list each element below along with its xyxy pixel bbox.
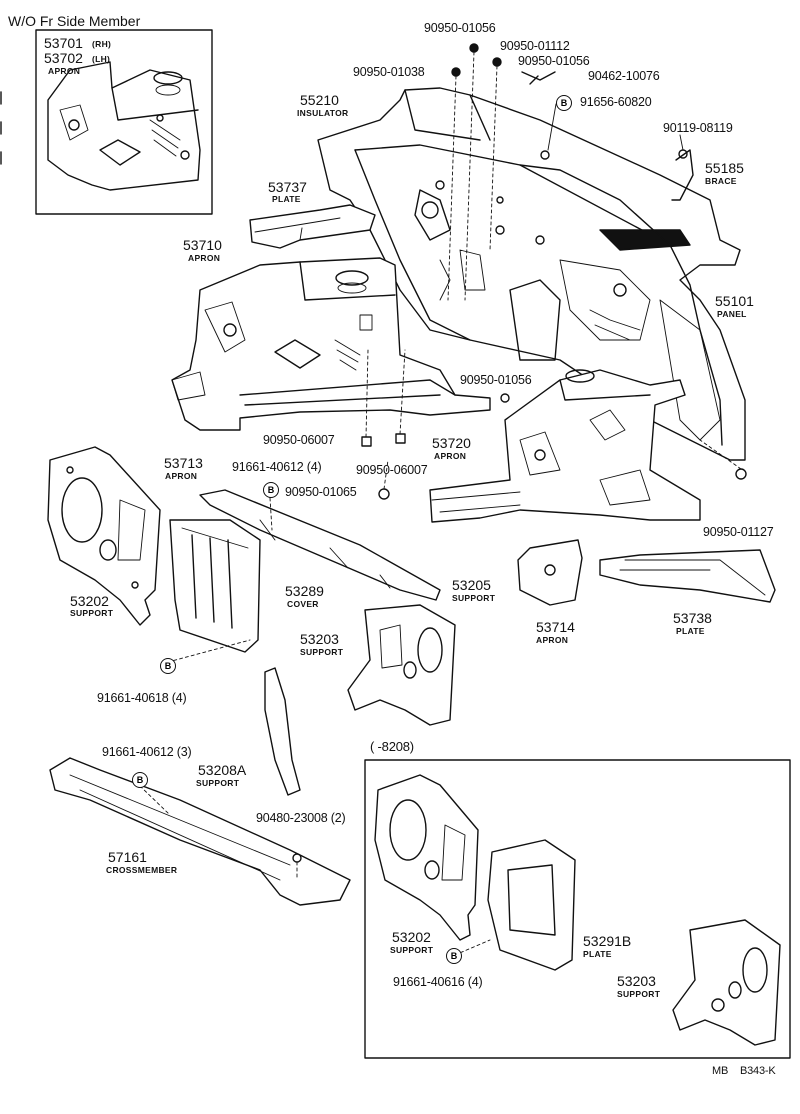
part-label-p24: 53714 xyxy=(536,619,575,635)
marker-b-3: B xyxy=(160,658,176,674)
part-label-p11: 53710 xyxy=(183,237,222,253)
support-53203-inset-drawing xyxy=(672,919,781,1046)
part-name-p29: SUPPORT xyxy=(196,778,240,788)
part-label-p32: 53202 xyxy=(392,929,431,945)
part-label-p15: 53720 xyxy=(432,435,471,451)
part-label-p1: 90950-01056 xyxy=(424,21,496,35)
crossmember-57161-drawing xyxy=(49,757,351,906)
part-name-p23: SUPPORT xyxy=(452,593,496,603)
part-label-p4: 90950-01056 xyxy=(518,54,590,68)
apron-53710-drawing xyxy=(171,257,491,431)
part-label-p7: 55210 xyxy=(300,92,339,108)
inset-part-name: APRON xyxy=(48,66,81,76)
corner-code-2: B343-K xyxy=(740,1065,776,1077)
part-name-p25: PLATE xyxy=(676,626,705,636)
part-label-p30: 90480-23008 (2) xyxy=(256,811,346,825)
part-label-p23: 53205 xyxy=(452,577,491,593)
support-53208a-drawing xyxy=(264,667,301,796)
marker-b-5: B xyxy=(446,948,462,964)
part-label-p2: 90950-01112 xyxy=(500,39,570,53)
inset-frame-bottom xyxy=(364,759,791,1059)
inset-part2-side: (LH) xyxy=(92,54,111,64)
part-label-p18: 91661-40612 (4) xyxy=(232,460,322,474)
part-name-p9: BRACE xyxy=(705,176,737,186)
marker-b-4: B xyxy=(132,772,148,788)
support-53203-drawing xyxy=(347,604,456,726)
corner-code-1: MB xyxy=(712,1065,729,1077)
part-name-p11: APRON xyxy=(188,253,221,263)
part-label-p17: 53713 xyxy=(164,455,203,471)
part-name-p7: INSULATOR xyxy=(297,108,349,118)
part-name-p24: APRON xyxy=(536,635,569,645)
marker-b-2: B xyxy=(263,482,279,498)
part-name-p12: PANEL xyxy=(717,309,747,319)
inset-frame-top xyxy=(35,29,213,215)
part-label-p8: 90119-08119 xyxy=(663,121,733,135)
inset-apron-drawing xyxy=(47,61,201,191)
part-label-p27: 91661-40618 (4) xyxy=(97,691,187,705)
part-name-p31: CROSSMEMBER xyxy=(106,865,178,875)
part-name-p35: SUPPORT xyxy=(617,989,661,999)
part-name-p33: PLATE xyxy=(583,949,612,959)
part-name-p32: SUPPORT xyxy=(390,945,434,955)
support-53205-drawing xyxy=(199,489,441,601)
cover-53289-drawing xyxy=(169,519,261,653)
plate-53291b-drawing xyxy=(487,839,576,971)
fasteners xyxy=(292,43,747,863)
part-label-p9: 55185 xyxy=(705,160,744,176)
part-name-p22: COVER xyxy=(287,599,319,609)
part-label-p10: 53737 xyxy=(268,179,307,195)
plate-53738-drawing xyxy=(599,549,776,603)
part-label-p26: 53203 xyxy=(300,631,339,647)
part-name-p17: APRON xyxy=(165,471,198,481)
part-label-p22: 53289 xyxy=(285,583,324,599)
part-label-p13: 90950-01056 xyxy=(460,373,532,387)
part-label-p12: 55101 xyxy=(715,293,754,309)
plate-53737-drawing xyxy=(249,204,376,249)
part-label-p3: 90950-01038 xyxy=(353,65,425,79)
part-label-p35: 53203 xyxy=(617,973,656,989)
leader-lines xyxy=(139,51,742,956)
inset-part1-side: (RH) xyxy=(92,39,112,49)
support-53202-drawing xyxy=(47,446,161,626)
part-label-p20: 90950-01127 xyxy=(703,525,774,539)
part-label-p16: 90950-06007 xyxy=(356,463,428,477)
part-label-p14: 90950-06007 xyxy=(263,433,335,447)
date-range: ( -8208) xyxy=(370,739,414,754)
part-name-p26: SUPPORT xyxy=(300,647,344,657)
support-53202-inset-drawing xyxy=(374,774,479,941)
part-label-p19: 90950-01065 xyxy=(285,485,357,499)
apron-53720-drawing xyxy=(429,369,701,523)
part-name-p21: SUPPORT xyxy=(70,608,114,618)
part-label-p28: 91661-40612 (3) xyxy=(102,745,192,759)
part-label-p34: 91661-40616 (4) xyxy=(393,975,483,989)
inset-part2-number: 53702 xyxy=(44,50,83,66)
header-title: W/O Fr Side Member xyxy=(8,13,141,29)
apron-53714-drawing xyxy=(517,539,583,606)
part-name-p10: PLATE xyxy=(272,194,301,204)
part-label-p31: 57161 xyxy=(108,849,147,865)
part-label-p33: 53291B xyxy=(583,933,632,949)
part-label-p21: 53202 xyxy=(70,593,109,609)
part-label-p6: 91656-60820 xyxy=(580,95,652,109)
part-label-p25: 53738 xyxy=(673,610,712,626)
part-label-p29: 53208A xyxy=(198,762,247,778)
part-label-p5: 90462-10076 xyxy=(588,69,660,83)
part-name-p15: APRON xyxy=(434,451,467,461)
marker-b-1: B xyxy=(556,95,572,111)
inset-part1-number: 53701 xyxy=(44,35,83,51)
